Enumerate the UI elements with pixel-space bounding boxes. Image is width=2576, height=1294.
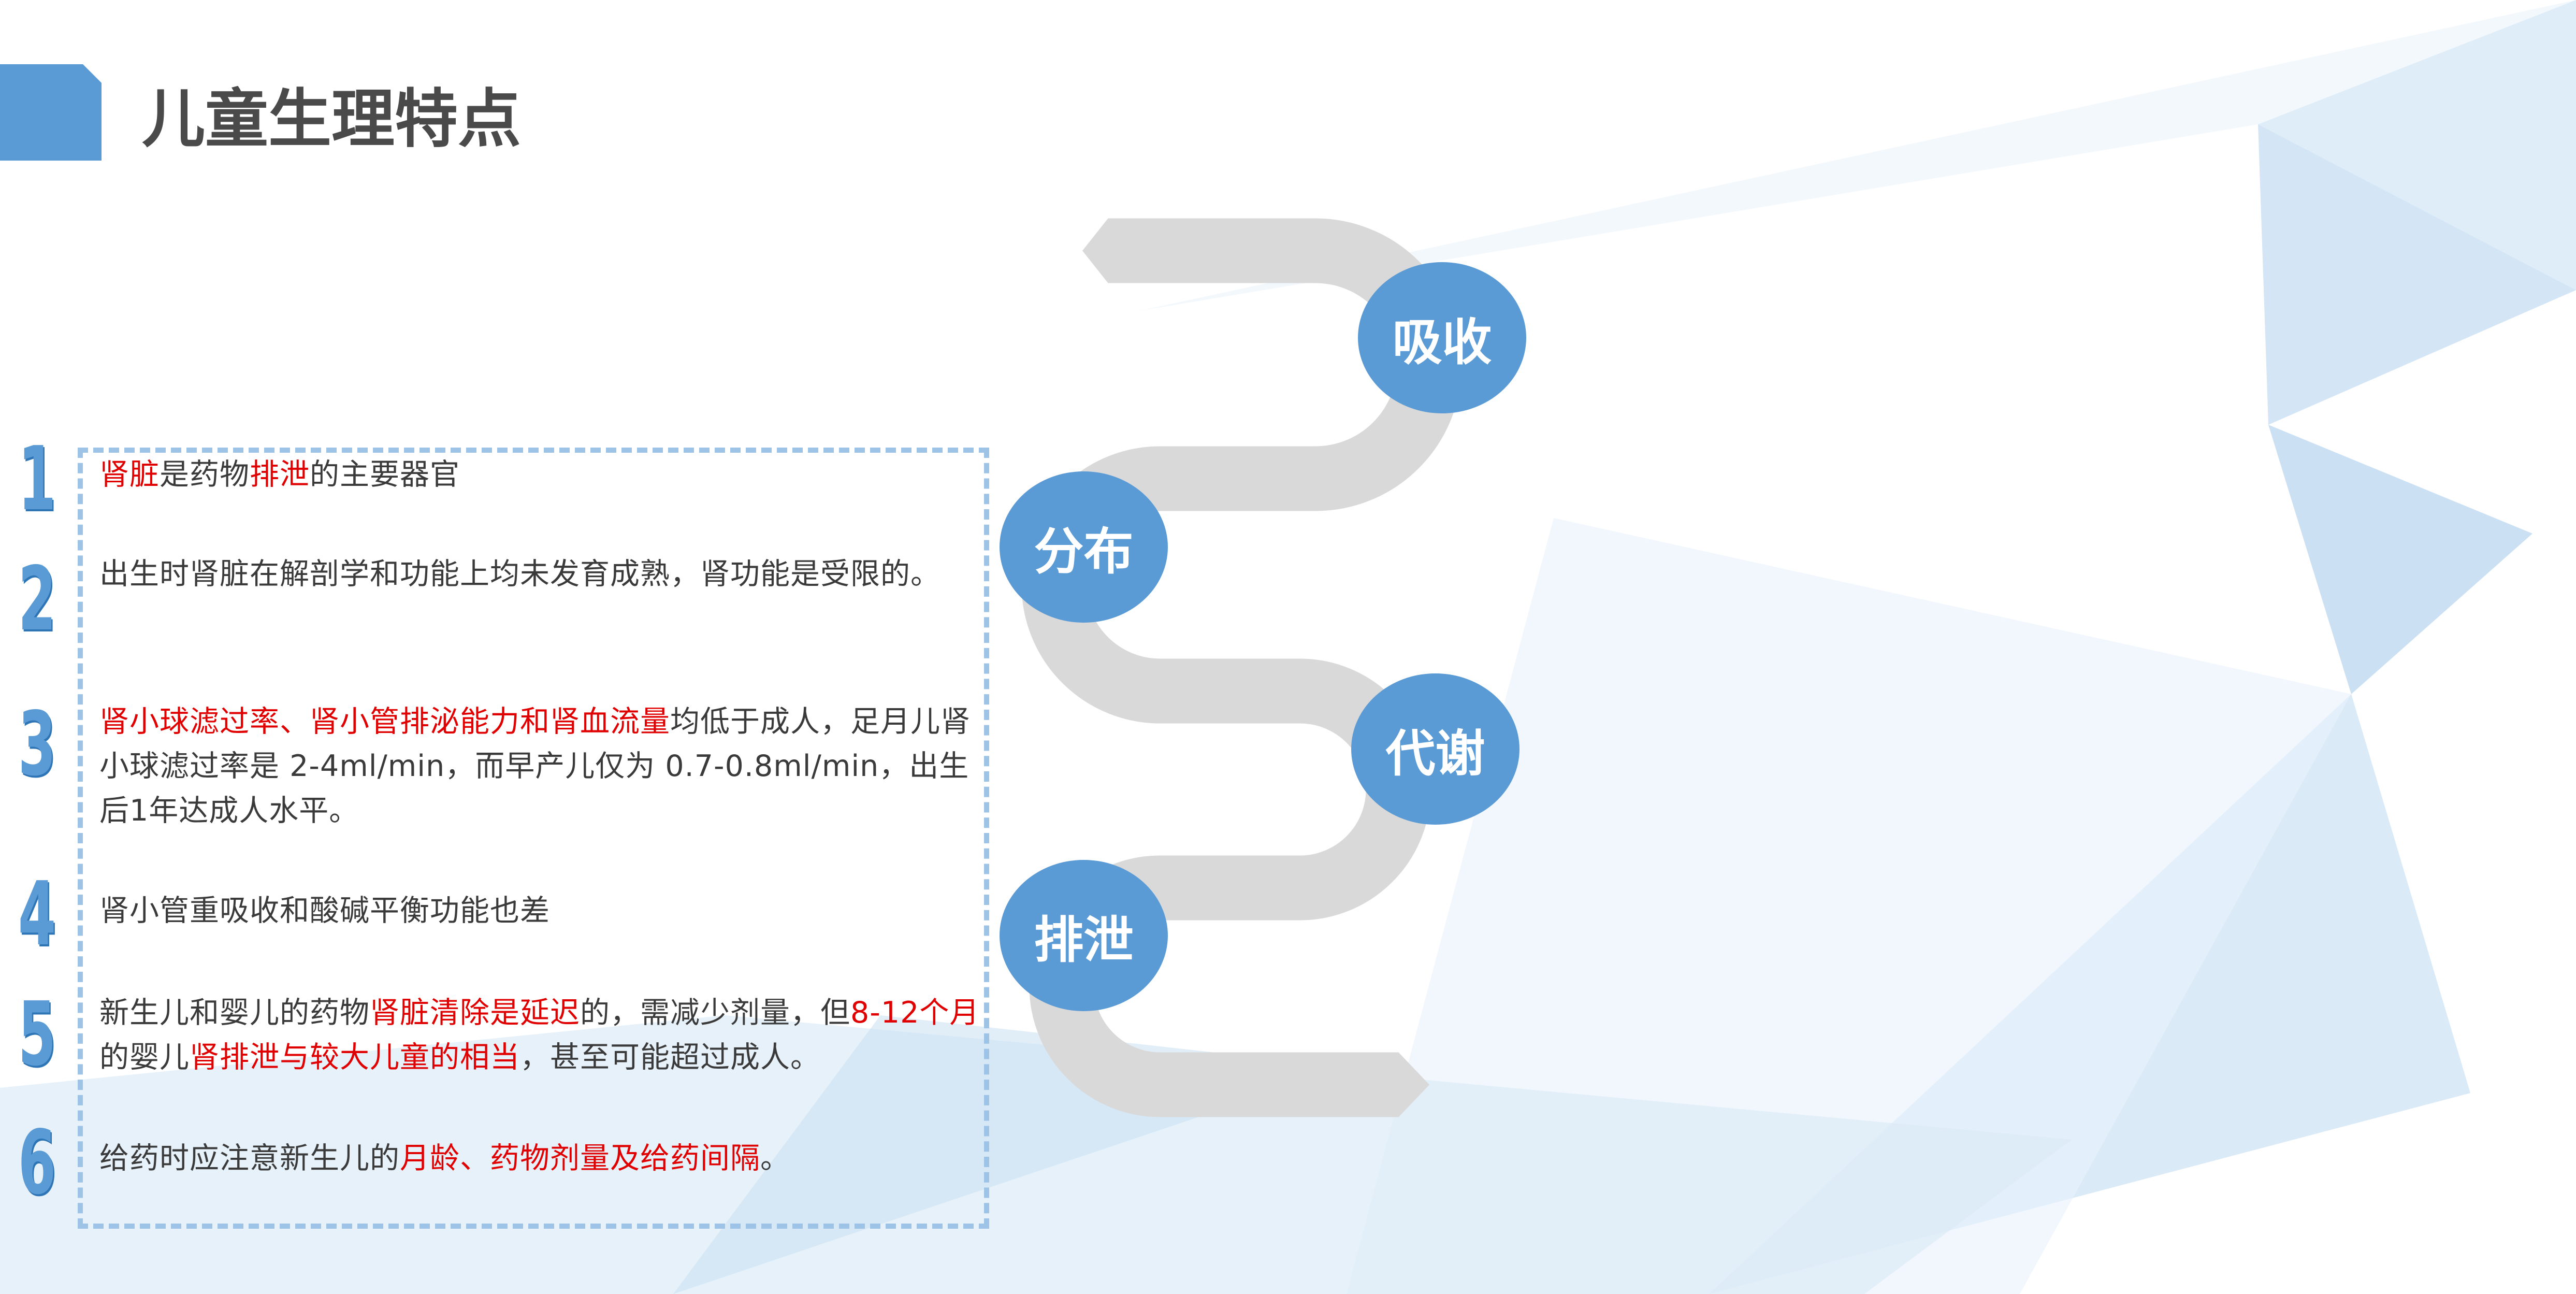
stage-absorption-circle: 吸收: [1358, 262, 1526, 413]
stage-excretion-circle: 排泄: [1000, 860, 1168, 1011]
item-number-4: 4: [18, 863, 56, 966]
path-start-arrow: [1082, 218, 1108, 283]
content-dashed-box: [78, 448, 989, 1229]
body-text: 给药时应注意新生儿的: [99, 1141, 400, 1175]
item-text-4: 肾小管重吸收和酸碱平衡功能也差: [99, 888, 990, 933]
item-text-5: 新生儿和婴儿的药物肾脏清除是延迟的，需减少剂量，但8-12个月的婴儿肾排泄与较大…: [99, 990, 990, 1080]
stage-metabolism-circle: 代谢: [1351, 673, 1519, 825]
highlight-text: 月龄、药物剂量及给药间隔: [400, 1141, 760, 1175]
item-text-2: 出生时肾脏在解剖学和功能上均未发育成熟，肾功能是受限的。: [99, 552, 990, 596]
stage-distribution-circle: 分布: [1000, 471, 1168, 623]
highlight-text: 肾小球滤过率、肾小管排泌能力和肾血流量: [99, 704, 670, 739]
page-title: 儿童生理特点: [142, 82, 521, 156]
stage-distribution-label: 分布: [1034, 522, 1134, 581]
item-number-6: 6: [18, 1112, 56, 1214]
body-text: 新生儿和婴儿的药物: [99, 996, 370, 1030]
body-text: 出生时肾脏在解剖学和功能上均未发育成熟，肾功能是受限的。: [99, 557, 940, 591]
body-text: 肾小管重吸收和酸碱平衡功能也差: [99, 894, 550, 928]
highlight-text: 肾脏: [99, 457, 160, 492]
bg-poly-topright: [2258, 0, 2576, 290]
body-text: ，甚至可能超过成人。: [520, 1040, 820, 1074]
highlight-text: 8-12个月: [850, 996, 980, 1030]
item-text-6: 给药时应注意新生儿的月龄、药物剂量及给药间隔。: [99, 1136, 990, 1181]
stage-metabolism-label: 代谢: [1385, 724, 1485, 783]
item-number-3: 3: [18, 693, 56, 796]
body-text: 的，需减少剂量，但: [580, 996, 850, 1030]
title-accent-tab: [0, 64, 102, 161]
item-text-1: 肾脏是药物排泄的主要器官: [99, 452, 990, 497]
bg-poly-right-mid: [2268, 425, 2532, 694]
path-end-arrow: [1398, 1052, 1429, 1117]
bg-poly-top-light: [1139, 0, 2576, 311]
stage-excretion-label: 排泄: [1034, 911, 1134, 969]
body-text: 。: [760, 1141, 790, 1175]
body-text: 的婴儿: [99, 1040, 190, 1074]
item-number-5: 5: [18, 983, 56, 1086]
bg-poly-right-large: [2258, 124, 2576, 425]
body-text: 的主要器官: [310, 457, 460, 492]
item-number-2: 2: [18, 548, 56, 651]
item-text-3: 肾小球滤过率、肾小管排泌能力和肾血流量均低于成人，足月儿肾小球滤过率是 2-4m…: [99, 699, 990, 833]
highlight-text: 肾脏清除是延迟: [370, 996, 580, 1030]
stage-absorption-label: 吸收: [1392, 313, 1492, 371]
body-text: 是药物: [160, 457, 250, 492]
body-text: 均低于成人，足月儿肾小球滤过率是 2-4ml/min，而早产儿仅为 0.7-0.…: [99, 704, 971, 828]
highlight-text: 肾排泄与较大儿童的相当: [190, 1040, 520, 1074]
highlight-text: 排泄: [250, 457, 310, 492]
item-number-1: 1: [18, 428, 56, 530]
